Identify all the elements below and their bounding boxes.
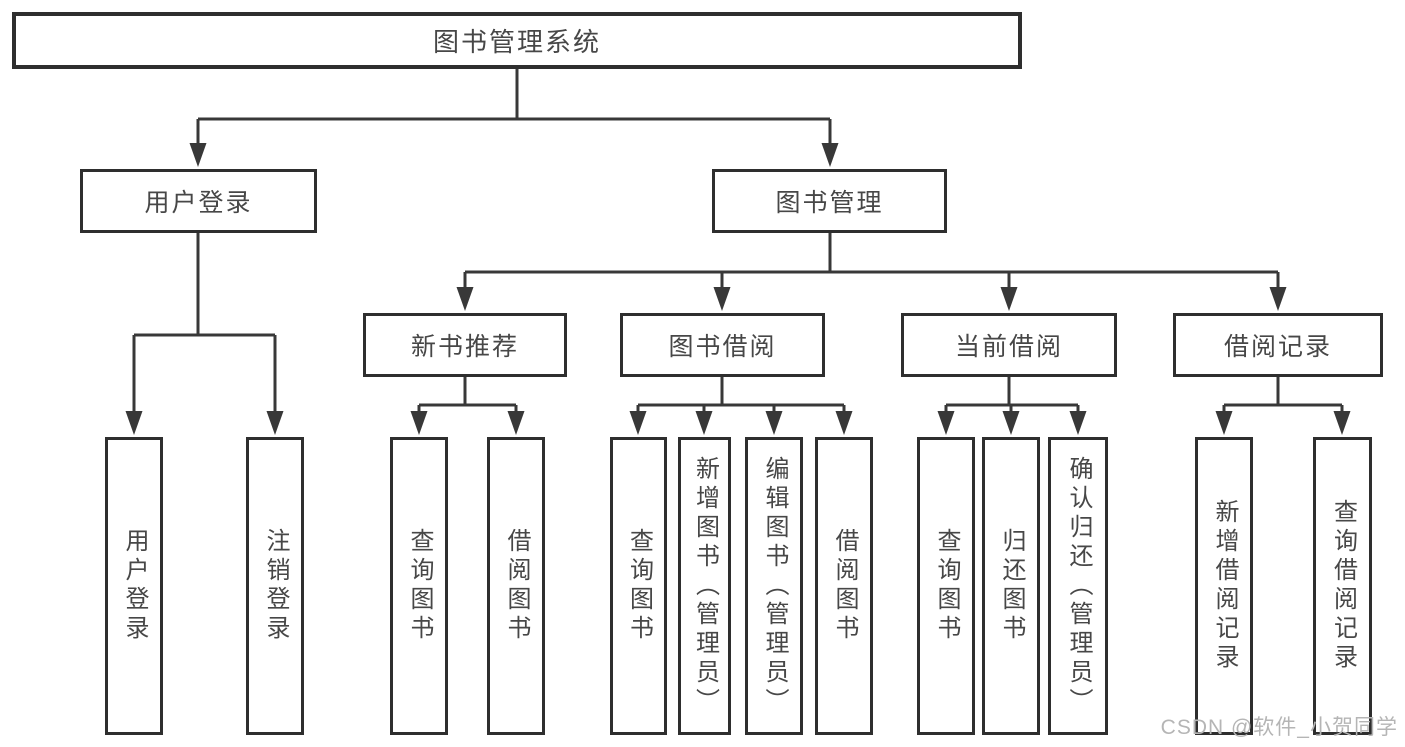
leaf-add-books-admin: 新增图书（管理员） bbox=[678, 437, 731, 735]
node-label: 新增借阅记录 bbox=[1211, 499, 1238, 673]
leaf-logout: 注销登录 bbox=[246, 437, 304, 735]
leaf-borrow-books-1: 借阅图书 bbox=[487, 437, 545, 735]
node-user-login: 用户登录 bbox=[80, 169, 317, 233]
node-label: 借阅图书 bbox=[831, 528, 858, 644]
node-borrowing-records: 借阅记录 bbox=[1173, 313, 1383, 377]
leaf-query-books-1: 查询图书 bbox=[390, 437, 448, 735]
node-label: 新书推荐 bbox=[410, 333, 519, 361]
node-label: 查询图书 bbox=[933, 528, 960, 644]
node-label: 查询图书 bbox=[406, 528, 433, 644]
leaf-user-login: 用户登录 bbox=[105, 437, 163, 735]
node-label: 确认归还（管理员） bbox=[1065, 455, 1092, 717]
node-label: 查询图书 bbox=[625, 528, 653, 644]
node-book-borrowing: 图书借阅 bbox=[620, 313, 825, 377]
leaf-add-borrow-record: 新增借阅记录 bbox=[1195, 437, 1253, 735]
node-label: 借阅图书 bbox=[503, 528, 530, 644]
node-label: 查询借阅记录 bbox=[1329, 499, 1357, 673]
node-label: 归还图书 bbox=[998, 528, 1025, 644]
leaf-query-books-3: 查询图书 bbox=[917, 437, 975, 735]
node-new-book-recommend: 新书推荐 bbox=[363, 313, 567, 377]
node-label: 注销登录 bbox=[262, 528, 289, 644]
node-label: 图书管理系统 bbox=[432, 27, 601, 57]
leaf-edit-books-admin: 编辑图书（管理员） bbox=[745, 437, 803, 735]
node-current-borrowing: 当前借阅 bbox=[901, 313, 1117, 377]
node-label: 图书借阅 bbox=[668, 333, 777, 361]
node-label: 编辑图书（管理员） bbox=[761, 455, 788, 717]
node-label: 用户登录 bbox=[144, 189, 253, 217]
node-label: 用户登录 bbox=[121, 528, 148, 644]
node-book-management: 图书管理 bbox=[712, 169, 947, 233]
leaf-query-books-2: 查询图书 bbox=[610, 437, 667, 735]
csdn-watermark: CSDN @软件_小贺同学 bbox=[1160, 716, 1398, 739]
node-label: 新增图书（管理员） bbox=[691, 455, 719, 717]
leaf-confirm-return-admin: 确认归还（管理员） bbox=[1048, 437, 1108, 735]
leaf-borrow-books-2: 借阅图书 bbox=[815, 437, 873, 735]
node-label: 当前借阅 bbox=[954, 333, 1063, 361]
node-library-management-system: 图书管理系统 bbox=[12, 12, 1022, 69]
leaf-return-books: 归还图书 bbox=[982, 437, 1040, 735]
node-label: 借阅记录 bbox=[1223, 333, 1332, 361]
node-label: 图书管理 bbox=[775, 189, 884, 217]
leaf-query-borrow-record: 查询借阅记录 bbox=[1313, 437, 1372, 735]
